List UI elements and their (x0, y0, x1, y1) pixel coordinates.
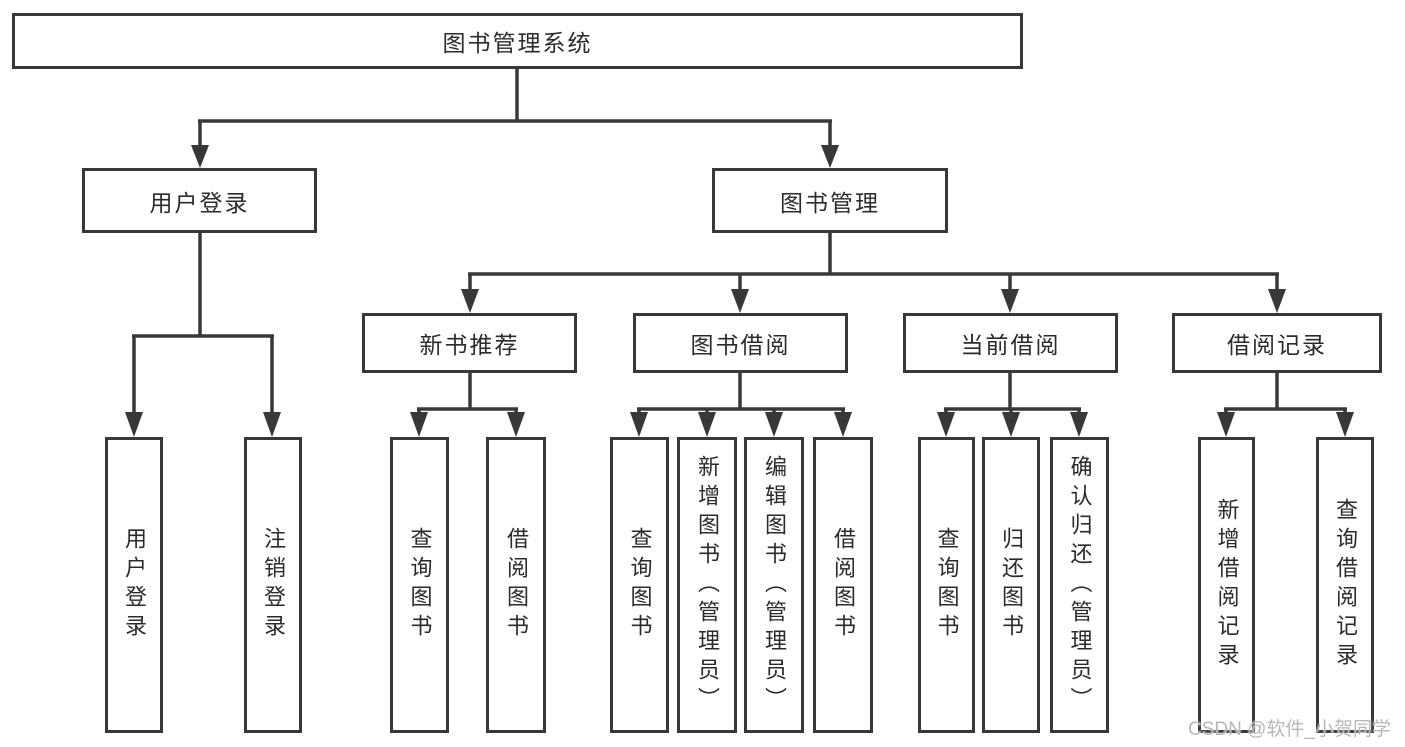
node-label: 图书管理 (780, 189, 880, 216)
node-label: 确认归还（管理员） (1067, 454, 1093, 716)
leaf-query-borrow-record: 查询借阅记录 (1316, 437, 1374, 733)
leaf-confirm-return-admin: 确认归还（管理员） (1050, 437, 1109, 733)
node-label: 图书借阅 (690, 332, 791, 358)
leaf-query-books-current: 查询图书 (918, 437, 975, 733)
leaf-borrow-books-recommend: 借阅图书 (486, 437, 546, 733)
leaf-add-books-admin: 新增图书（管理员） (677, 437, 737, 733)
leaf-user-login: 用户登录 (105, 437, 163, 733)
csdn-watermark: CSDN @软件_小贺同学 (1188, 719, 1391, 740)
node-label: 用户登录 (149, 189, 250, 216)
node-label: 查询借阅记录 (1333, 498, 1358, 672)
node-label: 查询图书 (627, 527, 653, 643)
leaf-add-borrow-record: 新增借阅记录 (1198, 437, 1255, 733)
leaf-query-books-recommend: 查询图书 (390, 437, 449, 733)
node-label: 注销登录 (261, 527, 286, 643)
node-label: 借阅记录 (1227, 332, 1327, 358)
node-label: 当前借阅 (960, 332, 1061, 358)
node-book-borrow: 图书借阅 (633, 313, 848, 373)
leaf-return-books: 归还图书 (982, 437, 1040, 733)
node-borrow-records: 借阅记录 (1172, 313, 1382, 373)
leaf-edit-books-admin: 编辑图书（管理员） (744, 437, 804, 733)
node-label: 新增图书（管理员） (695, 454, 720, 716)
node-label: 新书推荐 (419, 332, 520, 358)
node-user-login: 用户登录 (82, 168, 317, 233)
node-label: 查询图书 (934, 527, 960, 643)
leaf-borrow-books: 借阅图书 (813, 437, 873, 733)
node-current-borrow: 当前借阅 (903, 313, 1118, 373)
node-label: 编辑图书（管理员） (762, 454, 787, 716)
node-new-book-recommend: 新书推荐 (362, 313, 577, 373)
leaf-logout: 注销登录 (244, 437, 302, 733)
node-label: 归还图书 (999, 527, 1024, 643)
node-label: 借阅图书 (831, 527, 856, 643)
node-label: 用户登录 (122, 527, 147, 643)
node-label: 借阅图书 (504, 527, 529, 643)
node-label: 新增借阅记录 (1214, 498, 1240, 672)
leaf-query-books-borrow: 查询图书 (610, 437, 669, 733)
node-label: 查询图书 (407, 527, 433, 643)
node-library-system: 图书管理系统 (12, 13, 1023, 69)
node-book-management: 图书管理 (712, 168, 948, 233)
node-label: 图书管理系统 (442, 30, 593, 56)
